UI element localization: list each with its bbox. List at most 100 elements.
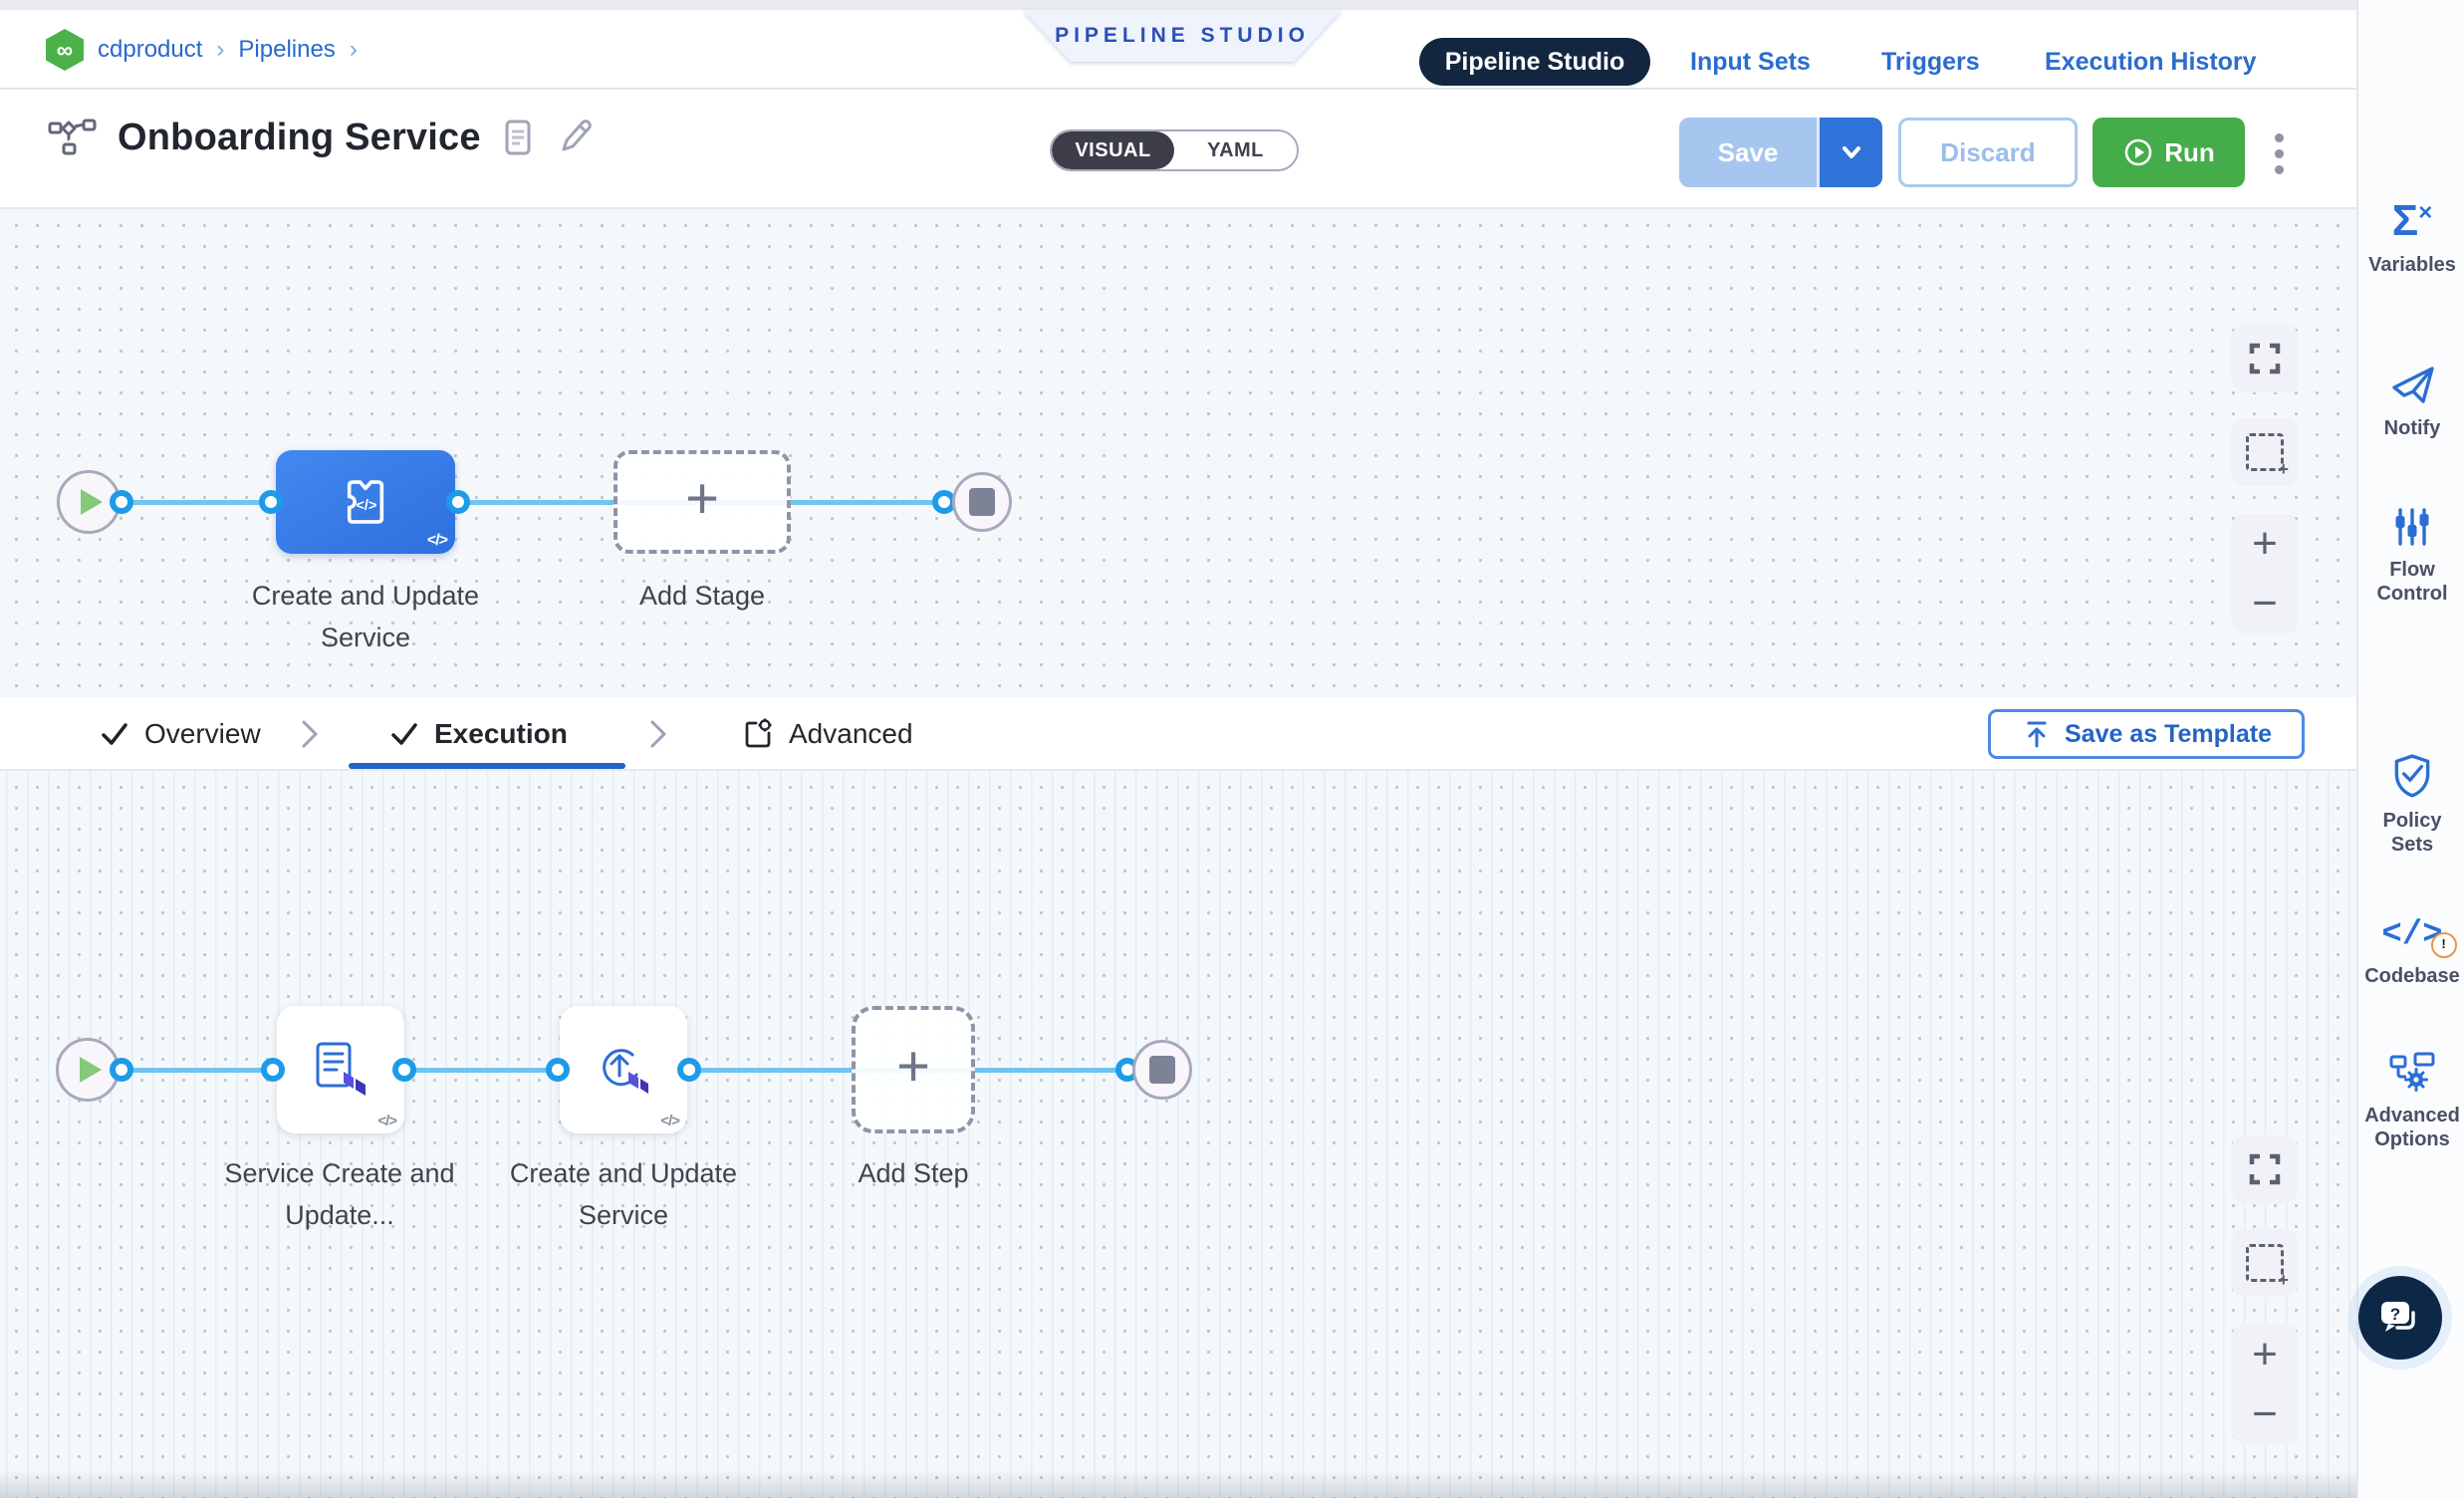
save-as-template-button[interactable]: Save as Template <box>1988 709 2305 759</box>
connector-ring[interactable] <box>259 490 283 514</box>
flowchart-gear-icon <box>2389 1052 2435 1092</box>
step-node-create-and-update-service[interactable]: </> <box>560 1006 687 1133</box>
fit-to-screen-button[interactable] <box>2231 325 2299 392</box>
window-top-strip <box>0 0 2464 10</box>
pipeline-edge <box>95 500 971 505</box>
tab-execution-history[interactable]: Execution History <box>2045 47 2257 76</box>
execution-start-node <box>56 1038 120 1102</box>
save-button[interactable]: Save <box>1679 118 1817 187</box>
chevron-right-icon <box>650 720 666 748</box>
sidebar-item-notify[interactable]: Notify <box>2358 361 2464 440</box>
tab-pipeline-studio[interactable]: Pipeline Studio <box>1419 38 1650 86</box>
advanced-tab-icon <box>745 718 772 748</box>
breadcrumb-project-link[interactable]: cdproduct <box>98 36 203 63</box>
sliders-icon <box>2395 508 2429 546</box>
tab-overview-label: Overview <box>144 718 261 749</box>
connector-ring[interactable] <box>110 1058 133 1082</box>
zoom-out-button[interactable]: − <box>2252 1389 2278 1438</box>
connector-ring[interactable] <box>261 1058 285 1082</box>
terraform-plan-step-icon <box>316 1042 366 1096</box>
add-step-label: Add Step <box>858 1158 969 1188</box>
connector-ring[interactable] <box>110 490 133 514</box>
edit-pencil-icon[interactable] <box>555 117 595 158</box>
connector-ring[interactable] <box>446 490 470 514</box>
stop-icon <box>969 488 995 516</box>
sidebar-item-flow-control[interactable]: Flow Control <box>2358 506 2464 606</box>
stage-node-create-and-update-service[interactable]: </> </> <box>276 450 455 554</box>
code-badge: </> <box>426 532 448 549</box>
stage-tabbar: Overview Execution Advanced <box>0 697 2356 771</box>
check-icon <box>391 723 417 745</box>
code-badge: </> <box>660 1113 680 1129</box>
run-label: Run <box>2164 136 2215 167</box>
pipeline-canvas[interactable]: </> </> + Create and Update Service Add … <box>0 209 2356 697</box>
tab-execution-label: Execution <box>434 718 568 749</box>
toggle-visual[interactable]: VISUAL <box>1052 131 1174 169</box>
more-options-menu[interactable] <box>2259 125 2299 181</box>
add-step-button[interactable]: + <box>852 1006 975 1133</box>
infinity-glyph: ∞ <box>56 36 74 63</box>
execution-end-node <box>1132 1040 1192 1100</box>
tab-execution[interactable]: Execution <box>388 697 568 771</box>
add-stage-label: Add Stage <box>638 581 766 611</box>
connector-ring[interactable] <box>392 1058 416 1082</box>
sidebar-item-codebase[interactable]: </> ! Codebase <box>2364 916 2460 987</box>
upload-icon <box>2027 721 2047 748</box>
chevron-right-icon <box>302 720 318 748</box>
sidebar-item-advanced-options[interactable]: Advanced Options <box>2358 1050 2464 1151</box>
fullscreen-icon <box>2249 343 2281 374</box>
harness-logo-icon[interactable]: ∞ <box>46 29 84 71</box>
fit-to-screen-button[interactable] <box>2231 1135 2299 1203</box>
add-stage-button[interactable]: + <box>614 450 791 554</box>
discard-button[interactable]: Discard <box>1898 118 2078 187</box>
step-label: Create and Update Service <box>509 1158 738 1230</box>
svg-text:</>: </> <box>356 498 376 514</box>
pipeline-icon <box>48 119 97 155</box>
custom-stage-icon: </> <box>347 480 384 524</box>
bottom-shadow <box>0 1470 2356 1498</box>
pipeline-studio-ribbon: PIPELINE STUDIO <box>1023 10 1342 62</box>
sidebar-item-variables[interactable]: Σ× Variables <box>2368 196 2456 277</box>
variables-icon: Σ× <box>2391 196 2433 245</box>
execution-canvas[interactable]: </> </> + Service Create and Update... C… <box>0 771 2356 1498</box>
run-button[interactable]: Run <box>2093 118 2245 187</box>
run-play-icon <box>2124 138 2152 166</box>
description-icon[interactable] <box>501 117 535 158</box>
tab-advanced[interactable]: Advanced <box>739 697 913 771</box>
breadcrumb-pipelines-link[interactable]: Pipelines <box>238 36 336 63</box>
active-tab-underline <box>349 763 625 769</box>
start-play-icon <box>81 489 103 515</box>
save-as-template-label: Save as Template <box>2065 719 2272 748</box>
breadcrumb-separator: › <box>349 36 358 63</box>
stage-label: Create and Update Service <box>251 581 480 652</box>
connector-ring[interactable] <box>677 1058 701 1082</box>
stop-icon <box>1149 1056 1175 1084</box>
tab-overview[interactable]: Overview <box>99 697 261 771</box>
terraform-apply-step-icon <box>603 1049 648 1094</box>
code-badge: </> <box>377 1113 397 1129</box>
breadcrumb-separator: › <box>216 36 225 63</box>
zoom-in-button[interactable]: + <box>2252 519 2278 568</box>
zoom-controls: + − <box>2231 1325 2299 1444</box>
chat-question-icon: ? <box>2381 1302 2415 1332</box>
page-title: Onboarding Service <box>118 116 481 158</box>
shield-check-icon <box>2394 754 2430 798</box>
connector-ring[interactable] <box>546 1058 570 1082</box>
tab-triggers[interactable]: Triggers <box>1881 47 1980 76</box>
plus-icon: + <box>685 466 719 531</box>
zoom-in-button[interactable]: + <box>2252 1330 2278 1378</box>
right-sidebar: Σ× Variables Notify Flow Control <box>2356 0 2464 1498</box>
paper-plane-icon <box>2392 367 2434 403</box>
sidebar-item-policy-sets[interactable]: Policy Sets <box>2358 753 2464 857</box>
zoom-out-button[interactable]: − <box>2252 579 2278 627</box>
help-chat-button[interactable]: ? <box>2358 1276 2442 1360</box>
save-dropdown-button[interactable] <box>1817 118 1882 187</box>
multi-select-button[interactable] <box>2231 1229 2299 1297</box>
svg-text:?: ? <box>2390 1305 2400 1324</box>
toggle-yaml[interactable]: YAML <box>1207 138 1264 161</box>
title-toolbar: Onboarding Service VISUAL YAML Save Disc… <box>0 92 2356 209</box>
multi-select-button[interactable] <box>2231 418 2299 486</box>
step-node-service-create-and-update[interactable]: </> <box>277 1006 404 1133</box>
tab-input-sets[interactable]: Input Sets <box>1690 47 1811 76</box>
